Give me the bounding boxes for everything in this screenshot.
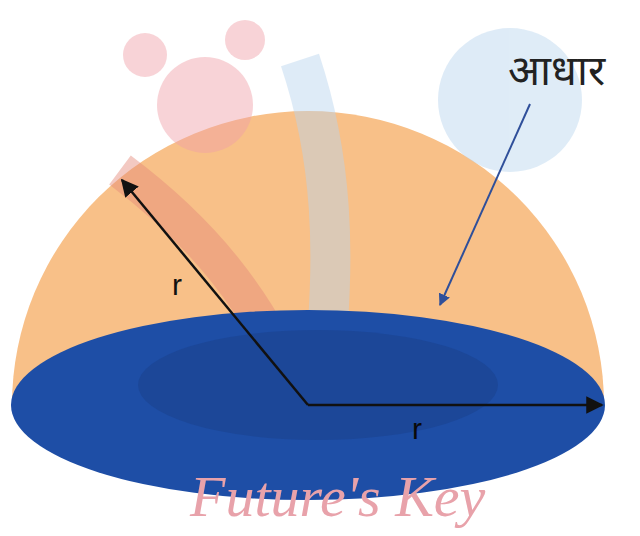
- part-label: आधार: [508, 50, 605, 92]
- radius-label: r: [412, 414, 422, 444]
- leader-line: [440, 104, 530, 305]
- base-shade: [138, 330, 498, 440]
- watermark: Future's Key: [190, 468, 485, 526]
- radius-arrow: [308, 404, 602, 407]
- radius-label: r: [172, 270, 182, 300]
- radius-arrow: [122, 180, 308, 405]
